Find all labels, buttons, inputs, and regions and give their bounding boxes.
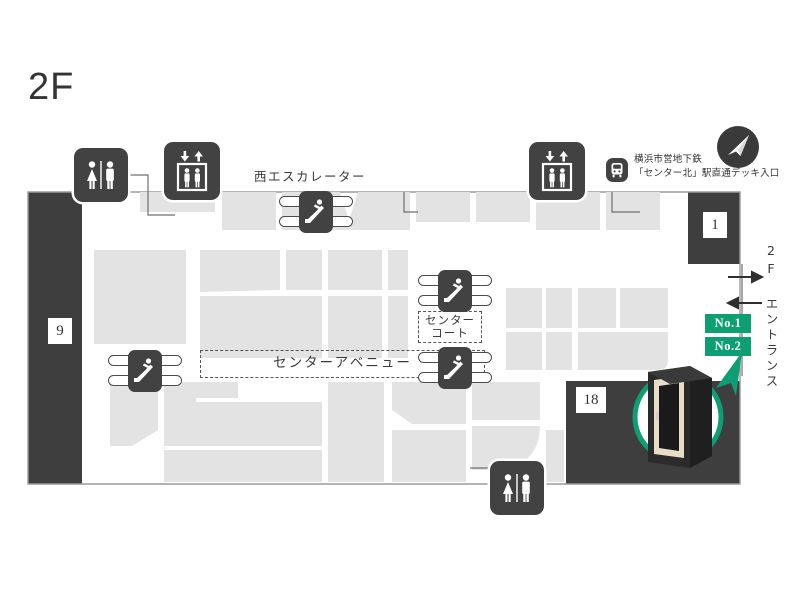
elevator-icon[interactable] <box>529 142 585 200</box>
escalator-icon[interactable] <box>108 348 182 394</box>
zone-number-18: 18 <box>576 387 606 413</box>
center-court-line-2: コート <box>431 326 469 340</box>
zone-number-1: 1 <box>703 212 727 238</box>
escalator-glyph <box>438 347 472 389</box>
escalator-glyph <box>299 191 333 233</box>
west-escalator-label: 西エスカレーター <box>254 169 367 184</box>
subway-deck-line-1: 横浜市営地下鉄 <box>634 154 702 165</box>
restroom-icon[interactable] <box>490 461 544 515</box>
escalator-icon[interactable] <box>418 268 492 314</box>
subway-deck-text: 横浜市営地下鉄 「センター北」駅直通デッキ入口 <box>634 153 780 181</box>
subway-icon <box>606 158 628 182</box>
restroom-icon[interactable] <box>74 148 128 202</box>
entrance-vertical-label: 2F エントランス <box>763 243 779 390</box>
locker-booth-graphic <box>648 366 712 468</box>
subway-deck-line-2: 「センター北」駅直通デッキ入口 <box>634 167 780 179</box>
zone-number-9: 9 <box>48 318 72 344</box>
page-title: 2F <box>28 66 75 108</box>
entrance-badge-no1[interactable]: No.1 <box>705 314 751 333</box>
compass-north-icon <box>716 125 760 169</box>
entrance-badge-no2[interactable]: No.2 <box>705 337 751 356</box>
elevator-icon[interactable] <box>164 142 220 200</box>
center-avenue-label: センターアベニュー <box>200 350 485 378</box>
escalator-icon[interactable] <box>279 189 353 235</box>
center-court-line-1: センター <box>425 312 475 327</box>
escalator-glyph <box>128 350 162 392</box>
escalator-icon[interactable] <box>418 345 492 391</box>
escalator-glyph <box>438 270 472 312</box>
center-court-label: センター コート <box>418 311 482 343</box>
